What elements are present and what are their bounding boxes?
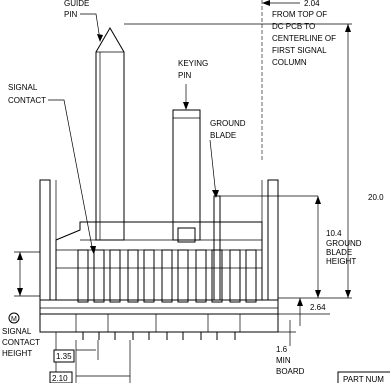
signal-contacts [77, 249, 257, 303]
overall-height-dimension: 20.0 [368, 193, 384, 202]
ground-blade-height-line-3: BLADE [326, 248, 352, 257]
datum-symbol [8, 312, 20, 324]
keying-pin-label: KEYING PIN [178, 59, 208, 80]
signal-contact-height-line-2: CONTACT [2, 338, 40, 347]
from-top-note-line-1: FROM TOP OF [272, 10, 327, 19]
from-top-note: 2.04 FROM TOP OF DC PCB TO CENTERLINE OF… [272, 0, 336, 67]
ground-blade-height-value: 10.4 [326, 229, 342, 238]
dimension-lines [14, 0, 352, 383]
from-top-note-line-2: DC PCB TO [272, 22, 315, 31]
min-board-line-2: MIN [276, 356, 291, 365]
ground-blade-label-line-1: GROUND [210, 119, 246, 128]
title-block-fragment: PART NUM [337, 371, 390, 383]
pitch-large-dimension: 2.10 [52, 374, 68, 383]
board-offset-dimension: 2.64 [310, 303, 326, 312]
top-offset-dimension: 2.04 [304, 0, 320, 8]
ground-blade [213, 195, 318, 301]
guide-pin-label-line-1: GUIDE [64, 0, 89, 8]
datum-letter: M [11, 316, 17, 323]
keying-pin-label-line-1: KEYING [178, 59, 208, 68]
signal-contact-label-line-1: SIGNAL [8, 83, 38, 92]
keying-pin-label-line-2: PIN [178, 71, 192, 80]
guide-pin-label: GUIDE PIN [64, 0, 89, 19]
ground-blade-height-line-2: GROUND [326, 239, 362, 248]
min-board-label: 1.6 MIN BOARD [276, 345, 305, 376]
from-top-note-line-3: CENTERLINE OF [272, 34, 336, 43]
min-board-line-3: BOARD [276, 367, 305, 376]
pitch-small-dimension: 1.35 [56, 352, 72, 361]
housing-body [39, 179, 279, 330]
guide-pin-label-line-2: PIN [64, 10, 78, 19]
leader-lines [48, 13, 219, 255]
signal-contact-height-line-1: SIGNAL [2, 327, 32, 336]
ground-blade-height-line-4: HEIGHT [326, 257, 356, 266]
ground-blade-label-line-2: BLADE [210, 131, 236, 140]
signal-contact-label-line-2: CONTACT [8, 96, 46, 105]
from-top-note-line-5: COLUMN [272, 58, 307, 67]
pcb-board [39, 313, 279, 333]
pitch-dimensions: 1.35 2.10 [49, 349, 75, 383]
part-number-fragment: PART NUM [343, 375, 384, 383]
guide-pin [95, 27, 125, 241]
signal-contact-height-label: M SIGNAL CONTACT HEIGHT [2, 312, 40, 358]
min-board-line-1: 1.6 [276, 345, 288, 354]
signal-contact-label: SIGNAL CONTACT [8, 83, 46, 105]
from-top-note-line-4: FIRST SIGNAL [272, 46, 327, 55]
ground-blade-height-label: 10.4 GROUND BLADE HEIGHT [326, 229, 362, 266]
signal-contact-height-line-3: HEIGHT [2, 349, 32, 358]
ground-blade-label: GROUND BLADE [210, 119, 246, 140]
press-fit-tails [82, 332, 236, 340]
